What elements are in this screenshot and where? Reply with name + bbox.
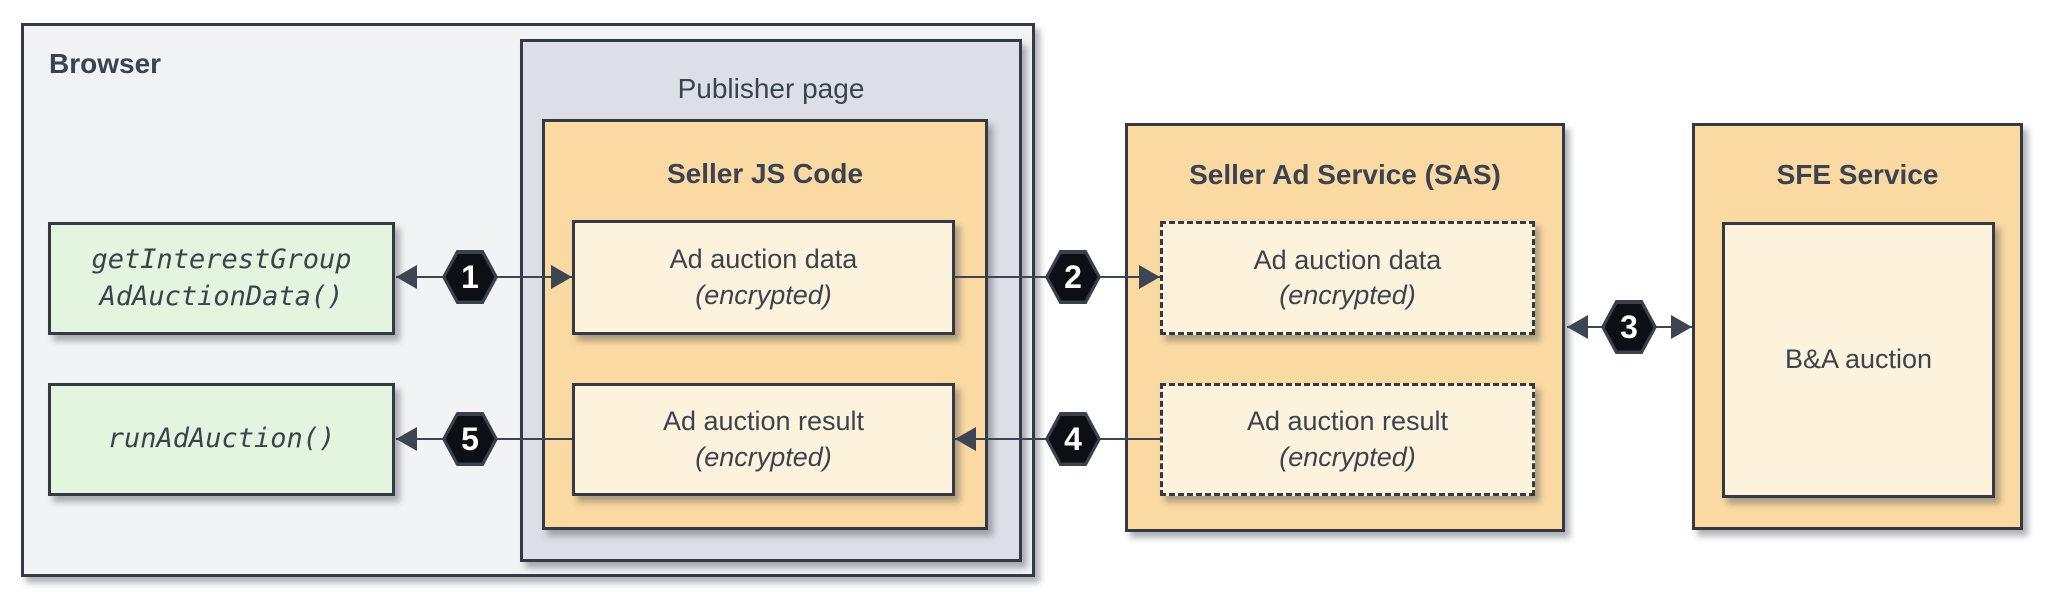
get-interest-group-line1: getInterestGroup bbox=[91, 244, 352, 276]
step-number-5: 5 bbox=[461, 421, 479, 457]
ba-auction-label: B&A auction bbox=[1784, 344, 1933, 375]
ad-auction-data-line2: (encrypted) bbox=[695, 279, 832, 310]
arrowhead-left-step-3 bbox=[1567, 315, 1588, 339]
sas-ad-auction-result-box: Ad auction result (encrypted) bbox=[1160, 383, 1535, 496]
browser-label: Browser bbox=[49, 48, 162, 79]
ba-auction-box: B&A auction bbox=[1722, 222, 1995, 498]
step-number-3: 3 bbox=[1620, 309, 1638, 345]
arrowhead-right-step-1 bbox=[551, 265, 572, 289]
sfe-service-title: SFE Service bbox=[1776, 159, 1939, 190]
seller-js-code-title: Seller JS Code bbox=[666, 158, 864, 189]
run-ad-auction-box: runAdAuction() bbox=[48, 383, 395, 496]
ad-auction-data-line1: Ad auction data bbox=[669, 244, 858, 275]
sas-ad-auction-result-line2: (encrypted) bbox=[1279, 441, 1416, 472]
get-interest-group-ad-auction-data-box: getInterestGroup AdAuctionData() bbox=[48, 222, 395, 335]
step-badge-2: 2 bbox=[1045, 250, 1101, 304]
seller-js-ad-auction-result-box: Ad auction result (encrypted) bbox=[572, 383, 955, 496]
sas-ad-auction-result-line1: Ad auction result bbox=[1246, 406, 1449, 437]
sas-ad-auction-data-box: Ad auction data (encrypted) bbox=[1160, 221, 1535, 335]
arrowhead-left-step-1 bbox=[396, 265, 417, 289]
sas-ad-auction-data-line2: (encrypted) bbox=[1279, 280, 1416, 310]
ad-auction-result-line1: Ad auction result bbox=[662, 406, 865, 437]
run-ad-auction-label: runAdAuction() bbox=[107, 423, 336, 455]
arrowhead-left-step-5 bbox=[396, 427, 417, 451]
get-interest-group-line2: AdAuctionData() bbox=[99, 280, 344, 312]
step-number-2: 2 bbox=[1064, 259, 1082, 295]
publisher-page-label: Publisher page bbox=[677, 73, 865, 104]
step-badge-3: 3 bbox=[1601, 300, 1657, 354]
step-number-4: 4 bbox=[1064, 421, 1082, 457]
arrowhead-left-step-4 bbox=[955, 427, 976, 451]
step-badge-4: 4 bbox=[1045, 412, 1101, 466]
arrowhead-right-step-2 bbox=[1139, 265, 1160, 289]
seller-ad-service-title: Seller Ad Service (SAS) bbox=[1189, 159, 1501, 190]
step-number-1: 1 bbox=[461, 259, 479, 295]
arrowhead-right-step-3 bbox=[1671, 315, 1692, 339]
ad-auction-result-line2: (encrypted) bbox=[695, 441, 832, 472]
seller-js-ad-auction-data-box: Ad auction data (encrypted) bbox=[572, 220, 955, 335]
sas-ad-auction-data-line1: Ad auction data bbox=[1253, 244, 1442, 275]
